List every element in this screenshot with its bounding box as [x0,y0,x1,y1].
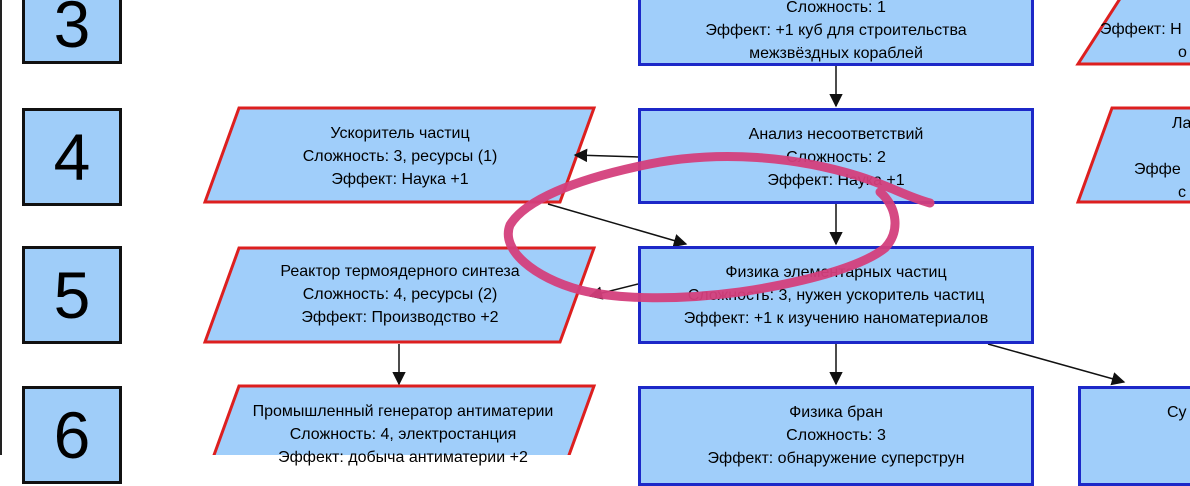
node-shape-uskoritel [202,106,597,204]
node-line: Реактор термоядерного синтеза [280,263,520,280]
row-number-label: 4 [53,120,91,194]
node-line: Эффект: Производство +2 [301,309,499,326]
node-right-top: Эффект: Н о [1100,18,1190,64]
node-line: Физика бран [789,404,883,421]
node-reaktor: Реактор термоядерного синтеза Сложность:… [222,260,578,329]
node-line: Сложность: 3, ресурсы (1) [302,148,498,165]
node-line: Су [1167,404,1187,421]
row-number-5: 5 [22,246,122,344]
node-shape-generator [212,384,597,455]
annotation-layer [503,152,935,303]
node-line: Эффект: +1 к изучению наноматериалов [683,310,989,327]
node-line: Сложность: 3 [786,427,886,444]
connector-uskoritel-to-fizika [547,203,688,248]
node-line: Эффект: Наука +1 [331,171,469,188]
node-line: Анализ несоответствий [748,126,924,143]
left-border-line [0,0,2,455]
node-line: Сложность: 4, электростанция [289,426,517,443]
node-fizika-chastits: Физика элементарных частиц Сложность: 3,… [638,246,1034,344]
node-line: Эффект: Н [1100,21,1182,38]
node-line: с [1178,184,1186,201]
node-mezhzvezdnye: Сложность: 1 Эффект: +1 куб для строител… [638,0,1034,66]
node-line: Эффе [1134,161,1181,178]
node-line: Сложность: 4, ресурсы (2) [302,286,498,303]
row-number-4: 4 [22,108,122,206]
connector-fizika-to-right-bottom [987,343,1126,386]
node-shape-reaktor [202,246,597,344]
node-shape-right-top [1075,0,1190,66]
row-number-3: 3 [22,0,122,64]
node-line: Сложность: 1 [786,0,886,16]
node-line: Эффект: +1 куб для строительства [705,22,967,39]
node-line: о [1178,44,1187,61]
freehand-circle-annotation [503,152,935,303]
node-line: межзвёздных кораблей [749,45,923,62]
row-number-label: 3 [53,0,91,61]
node-shape-right-mid [1075,106,1190,204]
node-line: Ускоритель частиц [330,125,470,142]
node-line: Промышленный генератор антиматерии [252,403,554,420]
node-uskoritel: Ускоритель частиц Сложность: 3, ресурсы … [222,122,578,191]
row-number-label: 5 [53,258,91,332]
node-right-mid: Ла Эффе с [1134,112,1190,204]
diagram-shapes [202,0,1190,455]
node-line: Ла [1172,115,1190,132]
connector-analiz-to-uskoritel [573,148,639,163]
